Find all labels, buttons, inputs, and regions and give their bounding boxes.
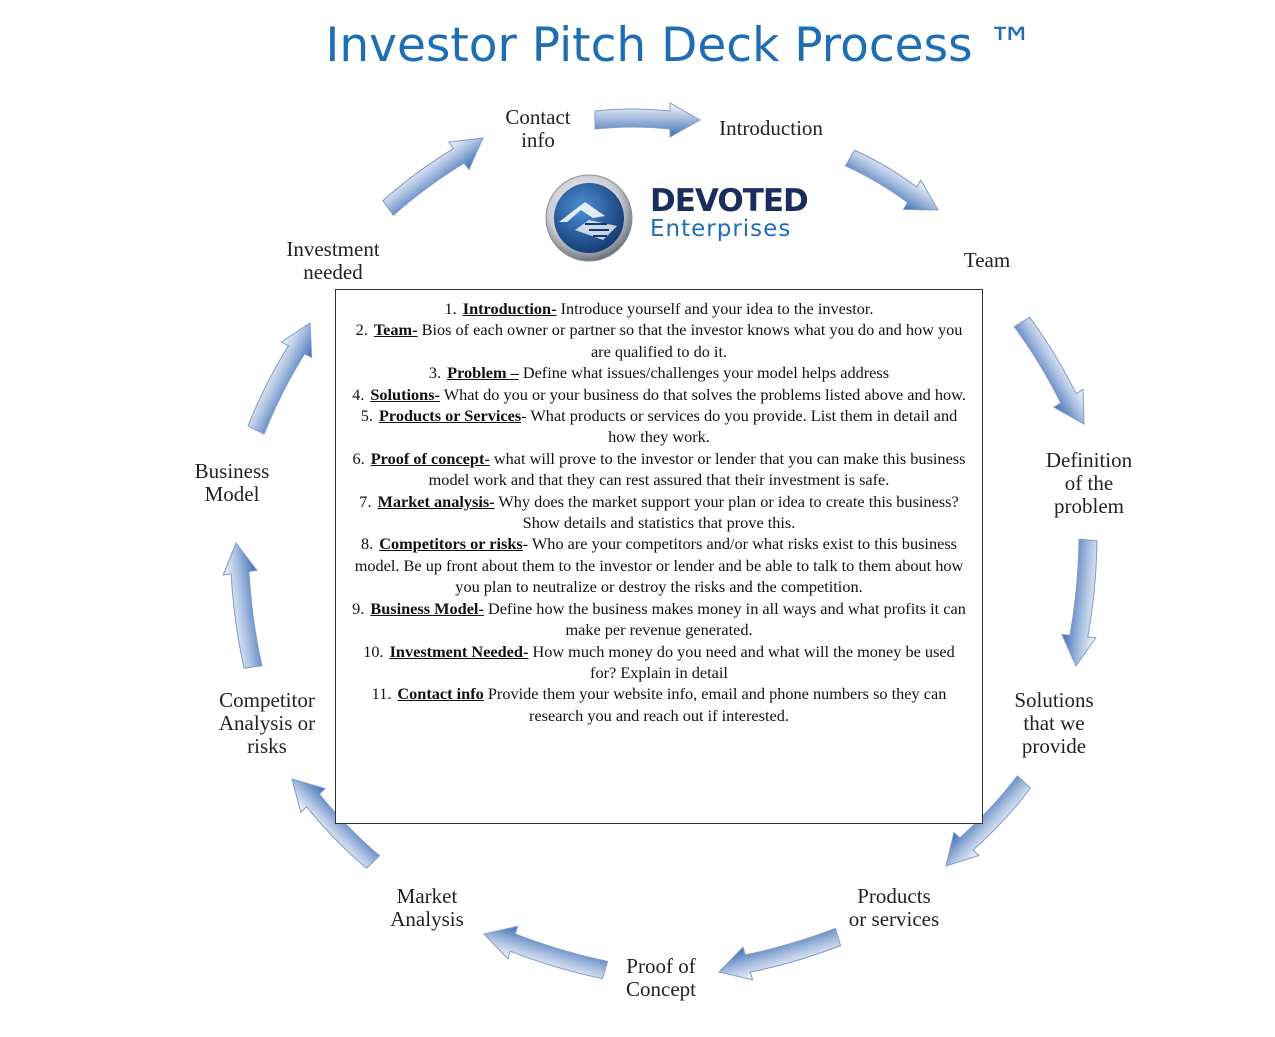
node-solutions: Solutions that we provide — [1014, 688, 1094, 758]
node-business-model: Business Model — [194, 459, 270, 506]
diagram-title: Investor Pitch Deck Process ™ — [325, 18, 1035, 73]
node-contact-info: Contact info — [505, 105, 571, 152]
cycle-arrow-5 — [945, 775, 1032, 867]
cycle-arrow-6 — [718, 927, 842, 981]
step-item: 1.Introduction- Introduce yourself and y… — [444, 299, 874, 318]
step-item: 3.Problem – Define what issues/challenge… — [428, 363, 890, 383]
node-investment-needed: Investment needed — [286, 237, 380, 284]
node-market-analysis: Market Analysis — [390, 884, 464, 931]
step-item: 7.Market analysis- Why does the market s… — [359, 491, 959, 533]
handshake-emblem-icon — [545, 174, 633, 262]
cycle-arrow-3 — [1013, 316, 1085, 425]
cycle-arrow-1 — [594, 102, 702, 138]
step-item: 8.Competitors or risks- Who are your com… — [354, 534, 964, 597]
node-proof-of-concept: Proof of Concept — [626, 954, 696, 1001]
step-item: 6.Proof of concept- what will prove to t… — [352, 448, 966, 490]
node-team: Team — [963, 248, 1011, 272]
cycle-arrow-10 — [247, 322, 313, 435]
step-item: 10.Investment Needed- How much money do … — [363, 641, 955, 682]
step-item: 2.Team- Bios of each owner or partner so… — [355, 320, 963, 361]
node-competitor-analysis: Competitor Analysis or risks — [218, 688, 316, 758]
cycle-arrow-11 — [381, 137, 484, 216]
cycle-arrow-9 — [222, 541, 263, 669]
cycle-arrow-2 — [844, 149, 939, 211]
company-logo — [545, 174, 633, 262]
node-products-or-services: Products or services — [848, 884, 940, 931]
node-introduction: Introduction — [719, 116, 823, 140]
step-item: 4.Solutions- What do you or your busines… — [352, 384, 966, 404]
step-item: 9.Business Model- Define how the busines… — [352, 598, 966, 640]
logo-name-line1: DEVOTED — [650, 183, 809, 219]
node-definition-of-problem: Definition of the problem — [1045, 448, 1133, 518]
step-item: 5.Products or Services- What products or… — [360, 406, 958, 447]
steps-list: 1.Introduction- Introduce yourself and y… — [350, 298, 968, 726]
step-item: 11.Contact info Provide them your websit… — [371, 684, 947, 725]
steps-description-box: 1.Introduction- Introduce yourself and y… — [335, 289, 983, 824]
logo-name-line2: Enterprises — [650, 216, 792, 242]
cycle-arrow-4 — [1061, 538, 1098, 668]
cycle-arrow-7 — [483, 925, 609, 980]
